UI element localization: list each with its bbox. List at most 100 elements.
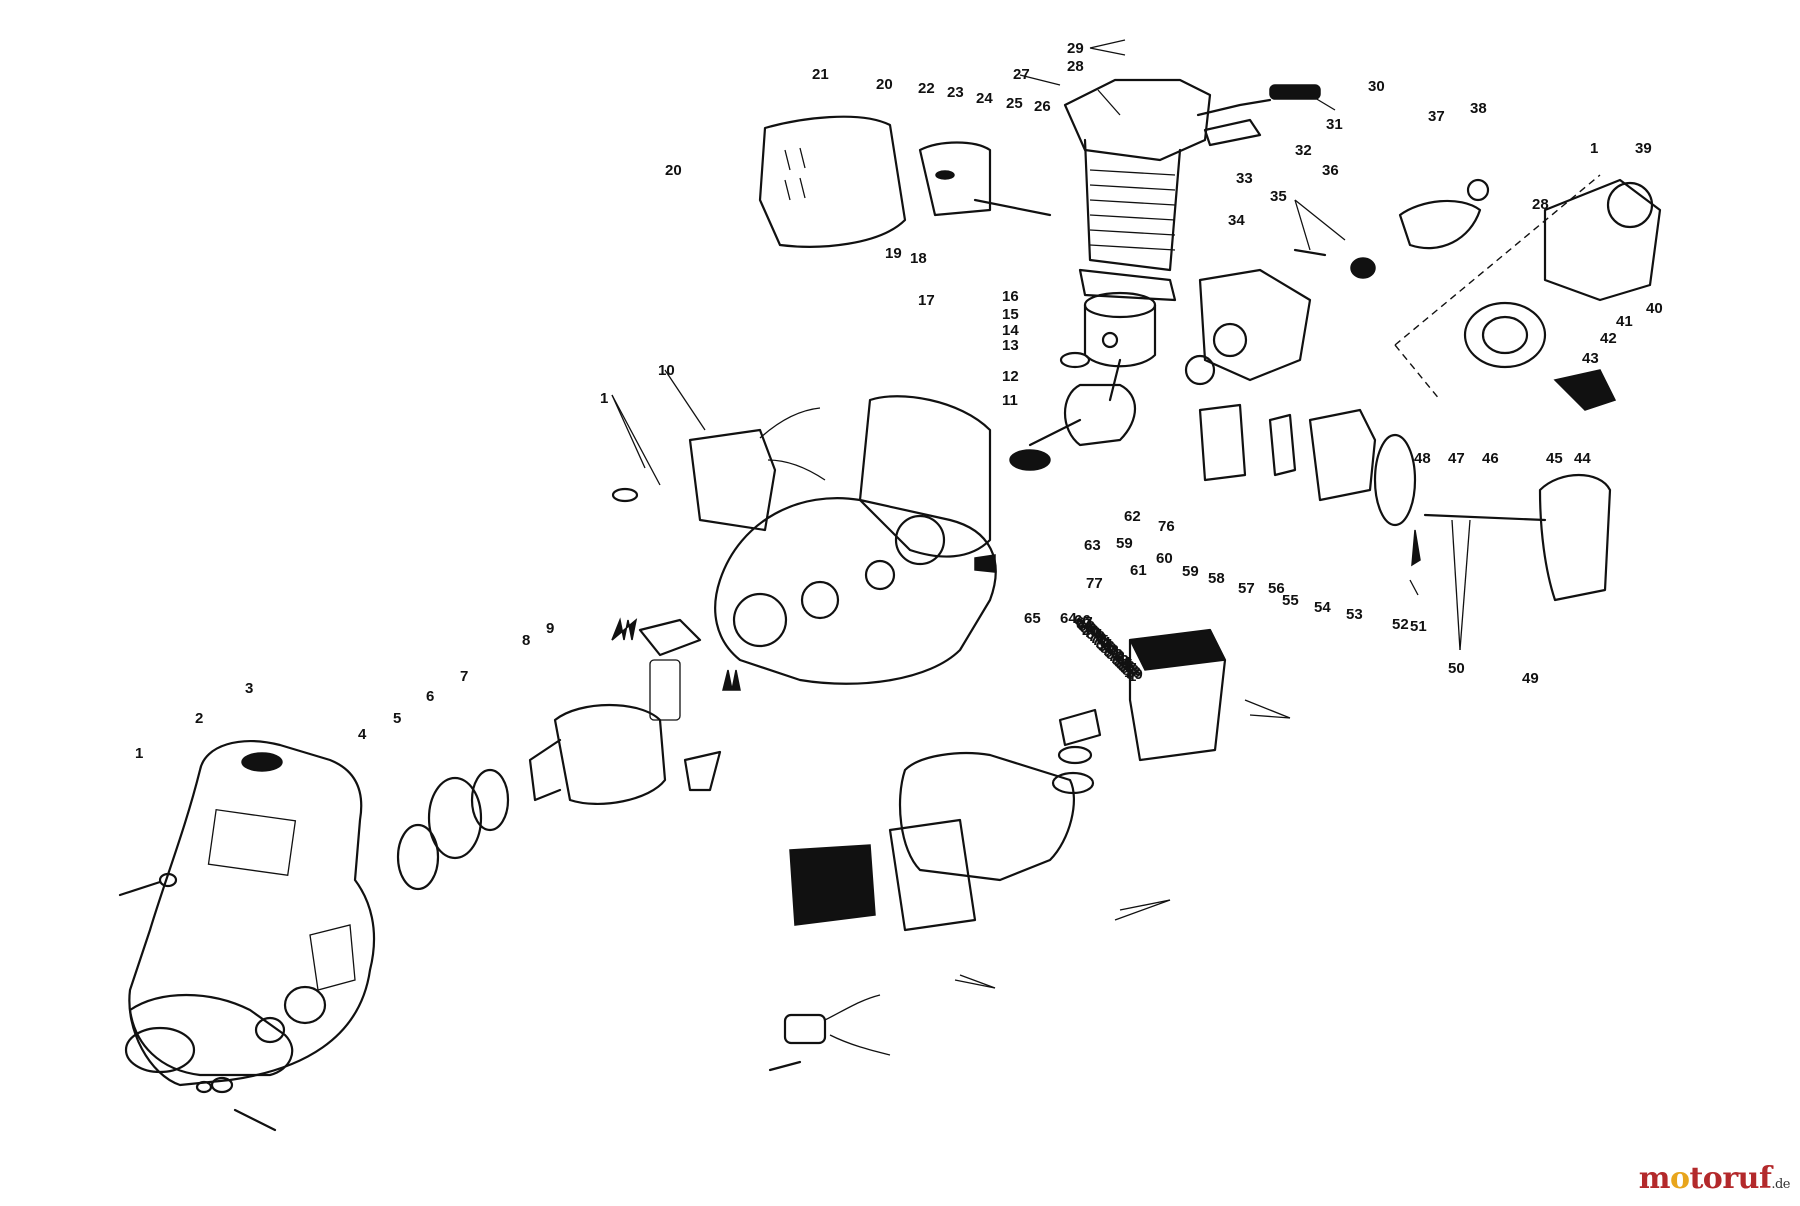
part-label: 55 bbox=[1282, 592, 1299, 609]
part-label: 7 bbox=[460, 668, 469, 685]
part-label: 85 bbox=[1116, 656, 1133, 673]
part-label: 81 bbox=[1104, 644, 1121, 661]
part-label: 52 bbox=[1392, 616, 1409, 633]
part-label: 19 bbox=[885, 245, 902, 262]
part-label: 27 bbox=[1013, 66, 1030, 83]
part-label: 64 bbox=[1060, 610, 1077, 627]
piston-crankshaft bbox=[1028, 291, 1157, 447]
part-label: 15 bbox=[1002, 306, 1019, 323]
part-label: 3 bbox=[245, 680, 254, 697]
part-label: 58 bbox=[1208, 570, 1225, 587]
part-label: 77 bbox=[1086, 575, 1103, 592]
part-label: 40 bbox=[1646, 300, 1663, 317]
part-label: 22 bbox=[918, 80, 935, 97]
part-label: 54 bbox=[1314, 599, 1331, 616]
part-label: 17 bbox=[918, 292, 935, 309]
part-label: 51 bbox=[1410, 618, 1427, 635]
bolt-89 bbox=[195, 1076, 277, 1132]
part-label: 49 bbox=[1522, 670, 1539, 687]
part-label: 76 bbox=[1158, 518, 1175, 535]
part-label: 37 bbox=[1428, 108, 1445, 125]
part-label: 1 bbox=[1128, 668, 1137, 685]
part-label: 8 bbox=[522, 632, 531, 649]
part-label: 34 bbox=[1228, 212, 1245, 229]
part-label: 45 bbox=[1546, 450, 1563, 467]
part-label: 67 bbox=[1076, 614, 1093, 631]
part-label: 47 bbox=[1448, 450, 1465, 467]
muffler-shield bbox=[758, 115, 1052, 248]
logo-tld: .de bbox=[1771, 1177, 1790, 1192]
part-label: 34 bbox=[1096, 636, 1113, 653]
part-label: 20 bbox=[1082, 622, 1099, 639]
part-label: 11 bbox=[1002, 392, 1018, 409]
part-label: 59 bbox=[1182, 563, 1199, 580]
part-label: 69 bbox=[1080, 620, 1097, 637]
part-label: 13 bbox=[1002, 337, 1019, 354]
part-label: 83 bbox=[1112, 652, 1129, 669]
reference-lines bbox=[1394, 174, 1601, 401]
part-label: 20 bbox=[665, 162, 682, 179]
part-label: 78 bbox=[1088, 628, 1105, 645]
part-label: 42 bbox=[1600, 330, 1617, 347]
part-label: 87 bbox=[1120, 660, 1137, 677]
logo-letter-o: o bbox=[1669, 1161, 1690, 1196]
part-label: 18 bbox=[1124, 664, 1141, 681]
capacitor bbox=[768, 994, 891, 1072]
part-label: 24 bbox=[976, 90, 993, 107]
part-label: 12 bbox=[1002, 368, 1019, 385]
part-label: 18 bbox=[910, 250, 927, 267]
part-label: 1 bbox=[1590, 140, 1599, 157]
part-label: 4 bbox=[358, 726, 367, 743]
part-label: 63 bbox=[1084, 537, 1101, 554]
part-label: 1 bbox=[135, 745, 144, 762]
part-label: 59 bbox=[1116, 535, 1133, 552]
part-label: 75 bbox=[1092, 632, 1109, 649]
part-label: 26 bbox=[1034, 98, 1051, 115]
part-label: 50 bbox=[1448, 660, 1465, 677]
part-label: 36 bbox=[1322, 162, 1339, 179]
part-label: 28 bbox=[1532, 196, 1549, 213]
logo-letter-m: m bbox=[1638, 1161, 1671, 1196]
part-label: 23 bbox=[947, 84, 964, 101]
part-label: 20 bbox=[876, 76, 893, 93]
part-label: 32 bbox=[1295, 142, 1312, 159]
crankcase bbox=[714, 395, 1051, 685]
part-label: 14 bbox=[1002, 322, 1019, 339]
part-label: 38 bbox=[1470, 100, 1487, 117]
part-label: 79 bbox=[1090, 630, 1107, 647]
part-label: 25 bbox=[1006, 95, 1023, 112]
part-label: 82 bbox=[1106, 646, 1123, 663]
part-label: 71 bbox=[1110, 650, 1127, 667]
part-label: 39 bbox=[1635, 140, 1652, 157]
part-label: 36 bbox=[1098, 638, 1115, 655]
part-label: 66 bbox=[1074, 612, 1091, 629]
part-label: 44 bbox=[1574, 450, 1591, 467]
ignition-coil bbox=[611, 407, 826, 532]
part-label: 56 bbox=[1268, 580, 1285, 597]
part-label: 53 bbox=[1346, 606, 1363, 623]
carburetor-assembly bbox=[1198, 403, 1421, 567]
part-label: 1 bbox=[600, 390, 609, 407]
motoruf-logo: motoruf.de bbox=[1638, 1161, 1791, 1196]
part-label: 46 bbox=[1482, 450, 1499, 467]
part-label: 41 bbox=[1616, 313, 1633, 330]
clutch-assembly bbox=[396, 617, 741, 891]
part-label: 33 bbox=[1236, 170, 1253, 187]
part-label: 74 bbox=[1094, 634, 1111, 651]
part-label: 48 bbox=[1414, 450, 1431, 467]
logo-letters: toruf bbox=[1689, 1161, 1772, 1196]
part-label: 16 bbox=[1002, 288, 1019, 305]
fan-housing bbox=[124, 740, 376, 1087]
part-label: 43 bbox=[1582, 350, 1599, 367]
part-label: 29 bbox=[1067, 40, 1084, 57]
part-label: 57 bbox=[1238, 580, 1255, 597]
part-label: 80 bbox=[1100, 640, 1117, 657]
part-label: 65 bbox=[1024, 610, 1041, 627]
part-label: 61 bbox=[1130, 562, 1147, 579]
part-label: 64 bbox=[1076, 616, 1093, 633]
part-label: 72 bbox=[1108, 648, 1125, 665]
part-label: 10 bbox=[658, 362, 675, 379]
part-label: 84 bbox=[1114, 654, 1131, 671]
part-label: 6 bbox=[426, 688, 435, 705]
